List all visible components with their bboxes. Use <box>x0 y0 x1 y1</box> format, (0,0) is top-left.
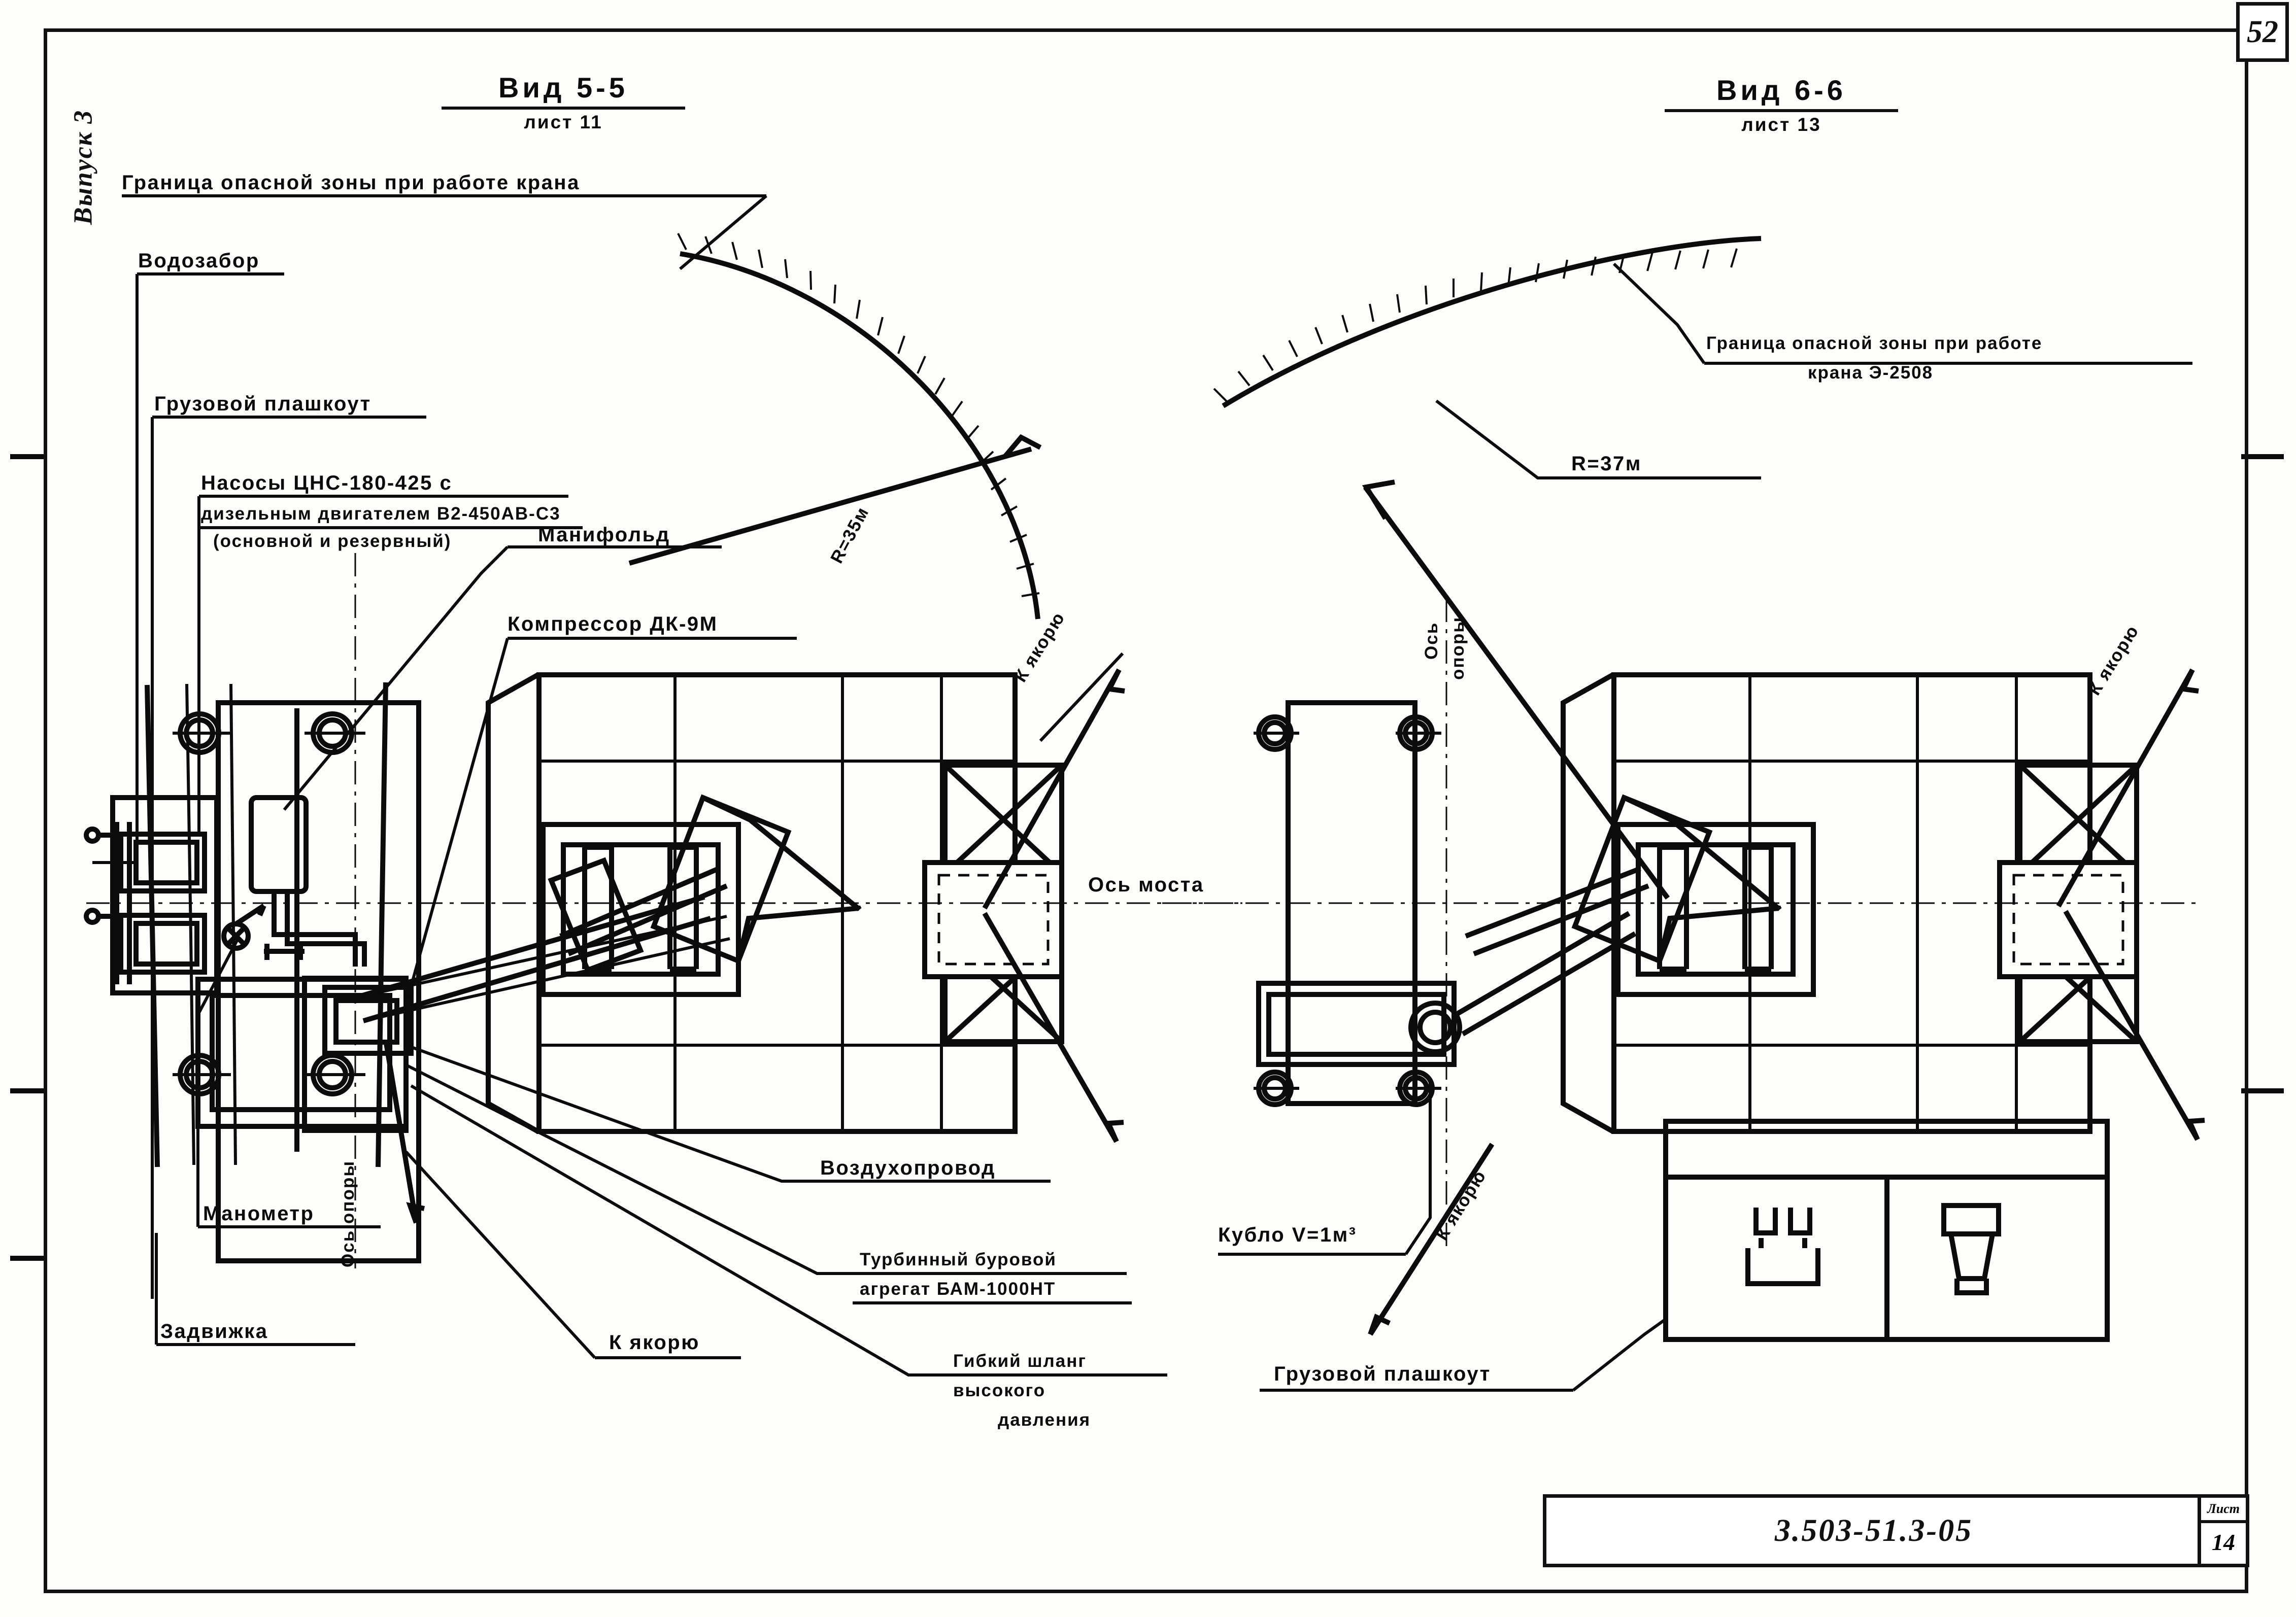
label-compressor: Компрессор ДК-9М <box>508 613 718 635</box>
view-5-5-subtitle: лист 11 <box>524 112 603 132</box>
view-5-5-title: Вид 5-5 <box>498 72 628 104</box>
label-radius-right: R=37м <box>1571 453 1642 475</box>
label-hose-line1: Гибкий шланг <box>953 1351 1087 1371</box>
label-danger-zone-right-line2: крана Э-2508 <box>1808 363 1934 383</box>
view-6-6-title: Вид 6-6 <box>1716 74 1846 106</box>
label-danger-zone-left: Граница опасной зоны при работе крана <box>122 171 580 194</box>
view-6-6-rule <box>1665 109 1898 112</box>
label-hose-line2: высокого <box>953 1381 1046 1400</box>
label-hose-line3: давления <box>998 1410 1091 1430</box>
label-support-axis-right-line1: Ось <box>1422 622 1441 660</box>
label-manometer: Манометр <box>203 1202 315 1225</box>
title-block-code: 3.503-51.3-05 <box>1774 1513 1973 1548</box>
label-air-pipeline: Воздухопровод <box>820 1157 996 1179</box>
view-title-6-6: Вид 6-6 лист 13 <box>1665 74 1898 135</box>
label-bucket: Кубло V=1м³ <box>1218 1224 1357 1246</box>
label-danger-zone-right-line1: Граница опасной зоны при работе <box>1706 333 2043 353</box>
label-pumps-line2: дизельным двигателем В2-450АВ-С3 <box>201 504 561 524</box>
view-6-6-subtitle: лист 13 <box>1741 114 1821 135</box>
sheet-number: 14 <box>2212 1529 2235 1555</box>
page-number: 52 <box>2236 2 2289 62</box>
label-pumps-line1: Насосы ЦНС-180-425 с <box>201 472 453 494</box>
sheet-label: Лист <box>2201 1498 2246 1523</box>
label-bridge-axis: Ось моста <box>1088 874 1204 896</box>
title-block: 3.503-51.3-05 <box>1543 1494 2205 1567</box>
drawing-frame <box>44 28 2248 1593</box>
label-water-intake: Водозабор <box>138 250 260 272</box>
label-pumps-line3: (основной и резервный) <box>213 531 452 551</box>
label-cargo-barge-right: Грузовой плашкоут <box>1274 1363 1491 1385</box>
label-manifold: Манифольд <box>538 524 670 546</box>
label-to-anchor-left-bottom: К якорю <box>609 1331 700 1354</box>
view-5-5-rule <box>442 107 685 110</box>
label-drill-unit-line1: Турбинный буровой <box>860 1250 1057 1269</box>
label-cargo-barge-left: Грузовой плашкоут <box>154 393 372 415</box>
label-support-axis-left: Ось опоры <box>338 1160 358 1267</box>
view-title-5-5: Вид 5-5 лист 11 <box>442 71 685 133</box>
series-caption: Выпуск 3 <box>69 109 98 225</box>
sheet-number-block: Лист 14 <box>2198 1494 2249 1567</box>
label-valve: Задвижка <box>160 1320 268 1343</box>
label-support-axis-right-line2: опоры <box>1448 616 1468 680</box>
label-drill-unit-line2: агрегат БАМ-1000НТ <box>860 1279 1056 1299</box>
